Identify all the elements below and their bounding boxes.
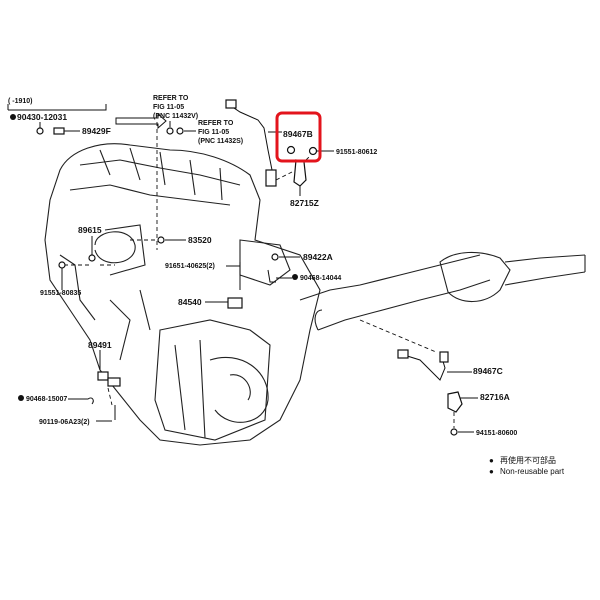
- legend-bullet: ●: [489, 467, 494, 476]
- part-label-89429F[interactable]: 89429F: [82, 126, 111, 136]
- leader-lines: [7, 104, 300, 422]
- part-label-89467B[interactable]: 89467B: [283, 129, 313, 139]
- part-label-89467C[interactable]: 89467C: [473, 366, 503, 376]
- part-label-82716A[interactable]: 82716A: [480, 392, 510, 402]
- part-label-91651-40625[interactable]: 91651-40625(2): [165, 263, 215, 270]
- ref-1-line2: FIG 11-05: [153, 104, 184, 111]
- part-label-90430-12031[interactable]: 90430-12031: [17, 112, 67, 122]
- legend-en: Non-reusable part: [500, 467, 565, 476]
- part-label-91551-80612[interactable]: 91551-80612: [336, 149, 377, 156]
- ref-1-line1: REFER TO: [153, 95, 189, 102]
- legend-bullet: ●: [489, 456, 494, 465]
- non-reusable-marker: [10, 114, 16, 120]
- sensor-89467B: [225, 99, 282, 187]
- ref-2-line2: FIG 11-05: [198, 129, 229, 136]
- engine-illustration: [44, 143, 321, 446]
- ref-2-line3[interactable]: (PNC 11432S): [198, 138, 243, 145]
- sensor-89467C: [359, 319, 478, 436]
- part-label-84540[interactable]: 84540: [178, 297, 202, 307]
- part-label-89615[interactable]: 89615: [78, 225, 102, 235]
- bracket-82716A: [447, 391, 463, 413]
- part-label-89422A[interactable]: 89422A: [303, 252, 333, 262]
- catalytic-converter: [439, 251, 511, 303]
- part-label-82715Z[interactable]: 82715Z: [290, 198, 319, 208]
- part-label-94151-80600[interactable]: 94151-80600: [476, 430, 517, 437]
- legend: ● 再使用不可部品 ● Non-reusable part: [489, 455, 565, 476]
- part-label-90119-06A23[interactable]: 90119-06A23(2): [39, 419, 90, 426]
- highlight-box: [275, 111, 322, 163]
- part-label-91551-80835[interactable]: 91551-80835: [40, 290, 81, 297]
- part-label-90468-14044[interactable]: 90468-14044: [300, 275, 341, 282]
- bracket-82715Z: [275, 145, 334, 196]
- part-label-90468-15007[interactable]: 90468-15007: [26, 396, 67, 403]
- non-reusable-marker: [292, 274, 298, 280]
- non-reusable-marker: [18, 395, 24, 401]
- legend-jp: 再使用不可部品: [500, 455, 556, 465]
- ref-2-line1: REFER TO: [198, 120, 234, 127]
- part-label-83520[interactable]: 83520: [188, 235, 212, 245]
- ref-1-line3[interactable]: (PNC 11432V): [153, 113, 198, 120]
- exhaust-pipe: [299, 251, 586, 331]
- part-label-89491[interactable]: 89491: [88, 340, 112, 350]
- date-range-label: ( -1910): [8, 98, 33, 105]
